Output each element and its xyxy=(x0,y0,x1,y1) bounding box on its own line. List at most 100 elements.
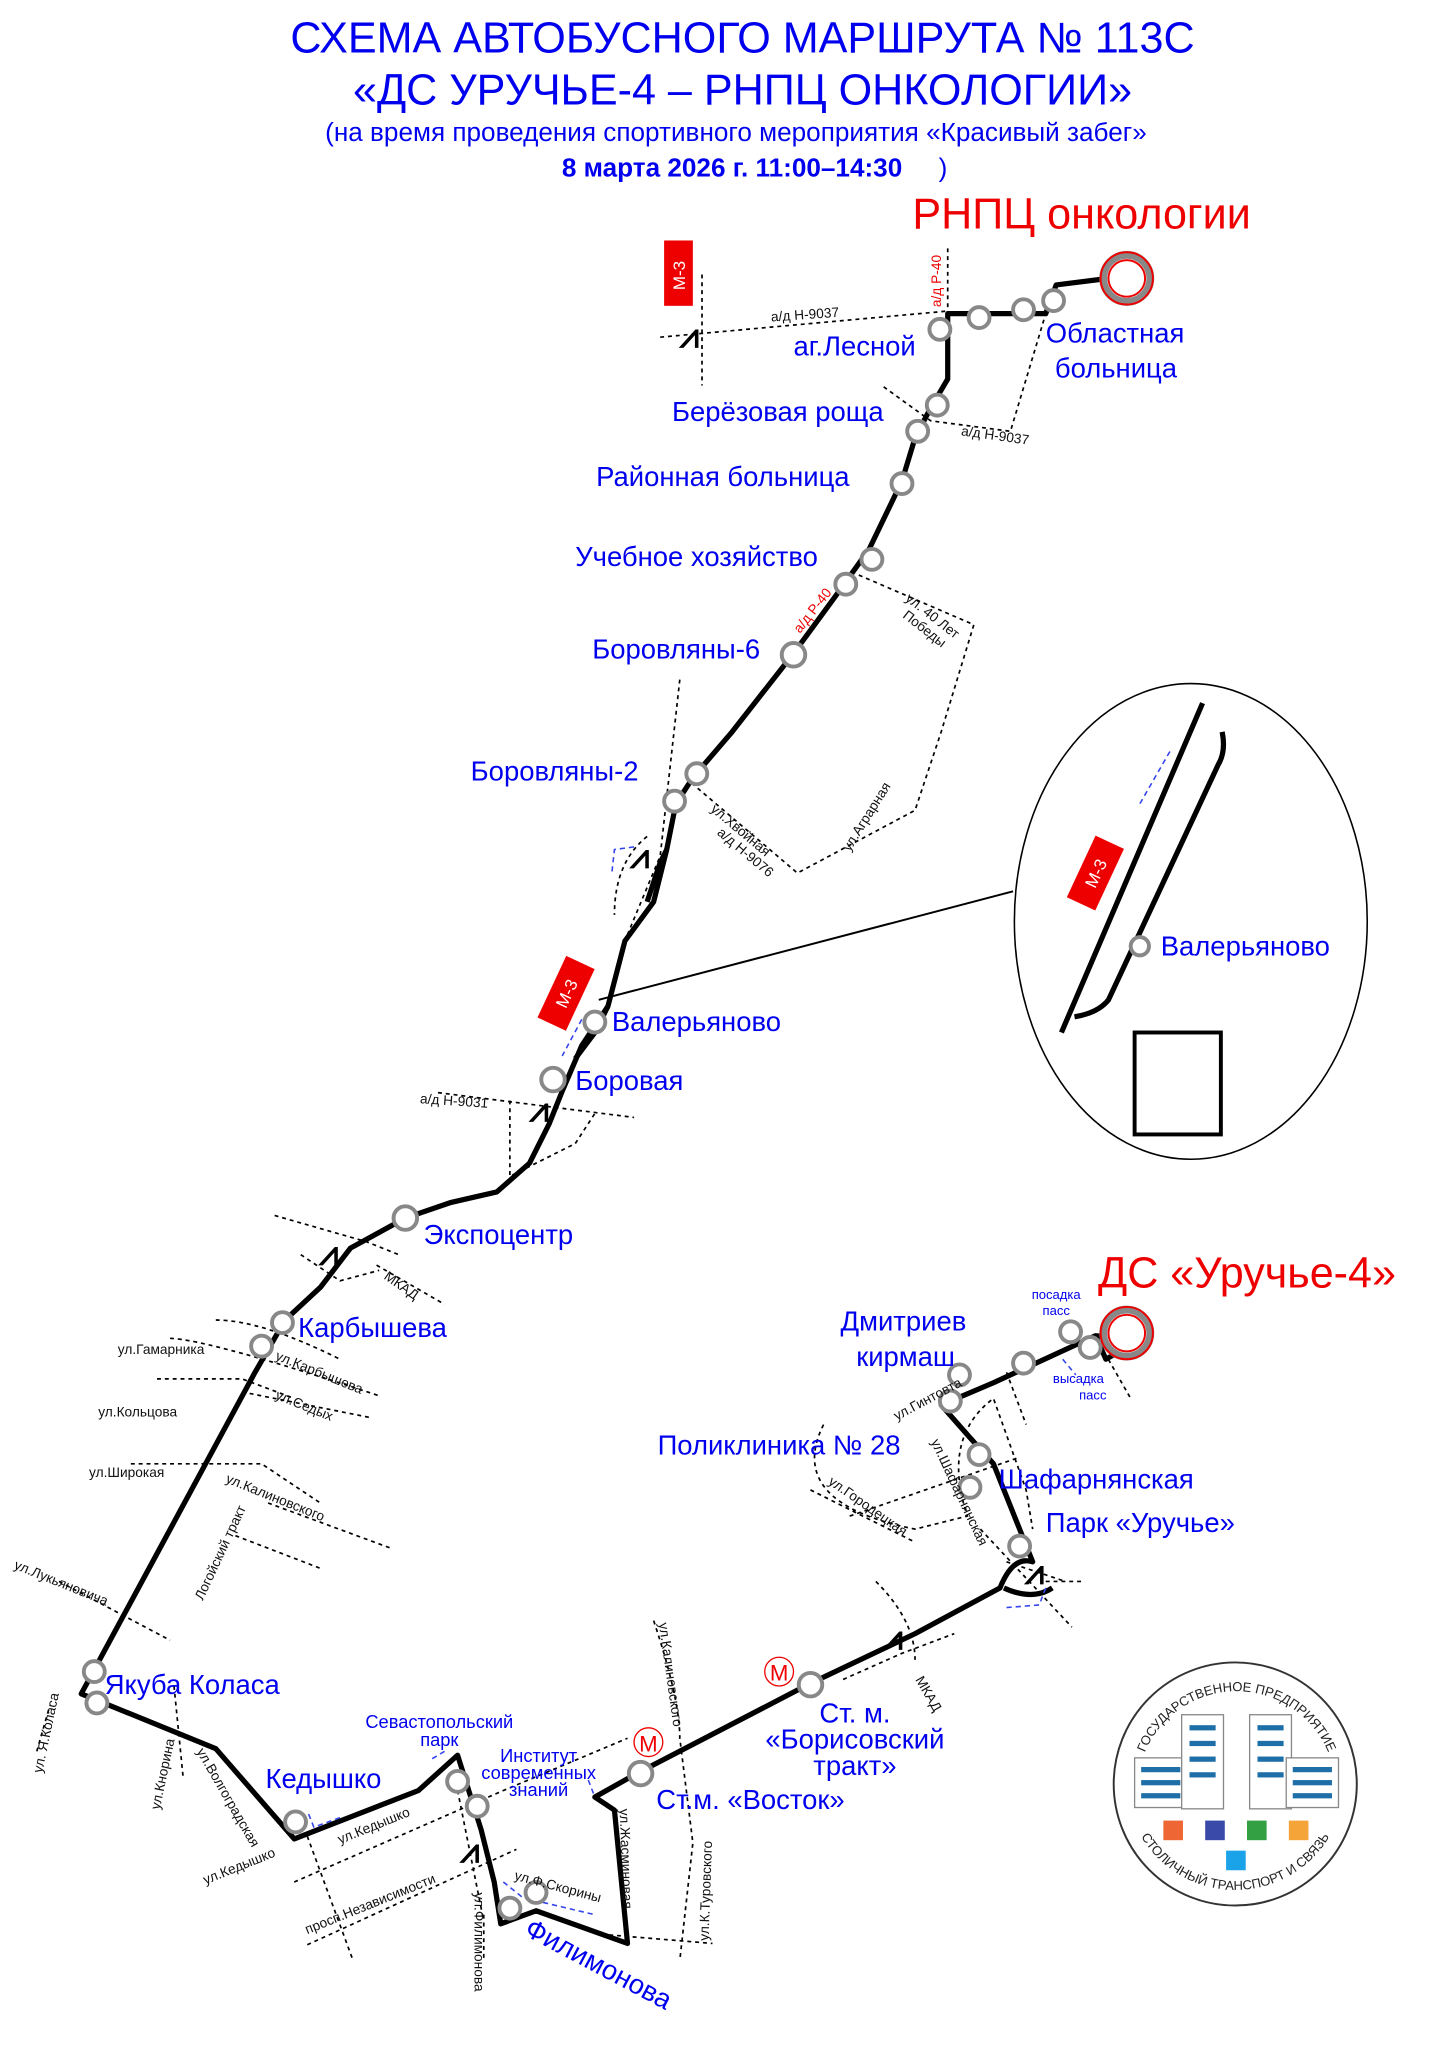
terminal-marker-north[interactable] xyxy=(1099,250,1155,306)
metro-train-icon xyxy=(1226,1850,1246,1871)
stop-marker[interactable] xyxy=(1128,935,1151,958)
street-label: ул.Филимонова xyxy=(472,1892,487,1992)
stop-label: Севастопольский xyxy=(365,1711,513,1732)
stop-label: Карбышева xyxy=(298,1312,447,1343)
road-label: МКАД xyxy=(912,1673,945,1714)
stop-label: Берёзовая роща xyxy=(672,396,884,427)
metro-label: М xyxy=(770,1661,789,1686)
stop-marker[interactable] xyxy=(81,1659,107,1685)
road-label: а/д Н-9037 xyxy=(960,423,1030,447)
stop-marker[interactable] xyxy=(1011,297,1036,323)
stop-label: Якуба Коласа xyxy=(105,1669,281,1700)
terminal-north-label: РНПЦ онкологии xyxy=(912,191,1250,239)
stop-marker[interactable] xyxy=(957,1474,983,1500)
street-label: Логойский тракт xyxy=(192,1502,249,1602)
terminal-ring xyxy=(1099,251,1154,306)
interchange-icon: ⩘ xyxy=(459,1831,479,1871)
event-note-close: ) xyxy=(939,152,948,182)
road-label: а/д Н-9031 xyxy=(419,1091,488,1111)
interchange-icon: ⩘ xyxy=(1024,1553,1044,1593)
stop-marker[interactable] xyxy=(283,1809,308,1835)
stop-label: Поликлиника № 28 xyxy=(658,1430,901,1461)
stop-marker[interactable] xyxy=(1041,288,1066,314)
stop-marker[interactable] xyxy=(662,788,687,814)
trolleybus-icon xyxy=(1247,1820,1267,1841)
stop-marker[interactable] xyxy=(1058,1319,1083,1345)
stop-label: Шафарнянская xyxy=(999,1464,1194,1495)
stop-label: Филимонова xyxy=(520,1912,678,2016)
stop-marker[interactable] xyxy=(966,1442,992,1468)
stop-label: парк xyxy=(420,1729,459,1750)
stop-marker[interactable] xyxy=(1077,1335,1103,1360)
route-name: «ДС УРУЧЬЕ-4 – РНПЦ ОНКОЛОГИИ» xyxy=(353,67,1132,115)
street-label: ул.К.Туровского xyxy=(697,1840,715,1941)
street-label: ул.Кедышко xyxy=(201,1845,278,1888)
stop-markers xyxy=(81,250,1155,1921)
street-label: ул.Калиновского xyxy=(656,1622,686,1728)
taxi-icon xyxy=(1288,1820,1309,1841)
stop-marker[interactable] xyxy=(796,1670,825,1699)
stop-marker[interactable] xyxy=(966,305,992,331)
stop-label: аг.Лесной xyxy=(793,330,915,361)
map-title: СХЕМА АВТОБУСНОГО МАРШРУТА № 113С xyxy=(290,14,1194,62)
interchange-icon: ⩘ xyxy=(318,1234,338,1274)
stop-marker[interactable] xyxy=(249,1333,274,1359)
stop-marker[interactable] xyxy=(497,1895,523,1921)
side-streets xyxy=(35,248,1132,1961)
street-label: ул.Седых xyxy=(274,1387,336,1424)
terminal-ring xyxy=(1099,1305,1154,1361)
stop-marker[interactable] xyxy=(523,1880,549,1905)
stop-label: Институт xyxy=(500,1745,578,1766)
stop-note: высадка xyxy=(1053,1371,1105,1386)
stop-label: тракт» xyxy=(813,1750,896,1781)
road-label: а/д Р-40 xyxy=(929,255,944,308)
road-label: а/д Н-9037 xyxy=(770,305,839,325)
stop-marker[interactable] xyxy=(684,761,710,787)
stop-marker[interactable] xyxy=(924,392,950,418)
stop-marker[interactable] xyxy=(937,1388,963,1414)
stop-marker[interactable] xyxy=(445,1768,471,1794)
direction-arrows xyxy=(307,846,1077,1916)
stop-marker[interactable] xyxy=(905,418,931,444)
stop-marker[interactable] xyxy=(927,316,953,342)
stop-marker[interactable] xyxy=(539,1065,567,1094)
stop-marker[interactable] xyxy=(1011,1350,1036,1376)
stop-marker[interactable] xyxy=(582,1009,608,1035)
stop-label: кирмаш xyxy=(856,1341,955,1372)
inset-building xyxy=(1132,1030,1223,1137)
stop-marker[interactable] xyxy=(947,1362,972,1388)
stop-marker[interactable] xyxy=(270,1310,295,1336)
stop-label: Боровляны-2 xyxy=(471,755,639,786)
terminal-marker-south[interactable] xyxy=(1099,1305,1155,1361)
stop-label: знаний xyxy=(509,1779,568,1800)
metro-icon: М xyxy=(633,1727,664,1758)
street-label: ул.Городецкая xyxy=(826,1474,910,1539)
stop-marker[interactable] xyxy=(84,1690,110,1716)
stop-marker[interactable] xyxy=(626,1759,655,1788)
event-note: (на время проведения спортивного меропри… xyxy=(325,117,1147,147)
stop-marker[interactable] xyxy=(1007,1533,1033,1559)
stop-label: Областная xyxy=(1046,317,1185,348)
road-label: МКАД xyxy=(381,1268,422,1303)
stop-note: пасс xyxy=(1079,1388,1107,1403)
stop-marker[interactable] xyxy=(859,546,885,572)
event-date: 8 марта 2026 г. 11:00–14:30 xyxy=(562,152,902,182)
company-logo: ГОСУДАРСТВЕННОЕ ПРЕДПРИЯТИЕ СТОЛИЧНЫЙ ТР… xyxy=(1112,1661,1358,1907)
stop-marker[interactable] xyxy=(464,1793,490,1819)
inset-leader-line xyxy=(598,890,1014,1001)
stop-label: Боровляны-6 xyxy=(592,634,760,665)
stop-label: больница xyxy=(1055,353,1178,384)
street-label: ул. Я.Коласа xyxy=(30,1691,62,1774)
metro-label: М xyxy=(639,1731,658,1756)
stop-marker[interactable] xyxy=(889,471,915,496)
metro-icon: М xyxy=(764,1656,795,1687)
inset-detail: М-3 Валерьяново xyxy=(1013,682,1369,1161)
stop-marker[interactable] xyxy=(391,1204,420,1232)
stop-marker[interactable] xyxy=(833,571,859,597)
street-label: ул.Кнорина xyxy=(148,1737,178,1811)
stop-label: Экспоцентр xyxy=(424,1219,574,1250)
street-label: ул.Аграрная xyxy=(840,780,894,854)
stop-marker[interactable] xyxy=(779,641,808,669)
terminal-ring xyxy=(1107,259,1147,298)
stop-label: «Борисовский xyxy=(765,1724,944,1755)
